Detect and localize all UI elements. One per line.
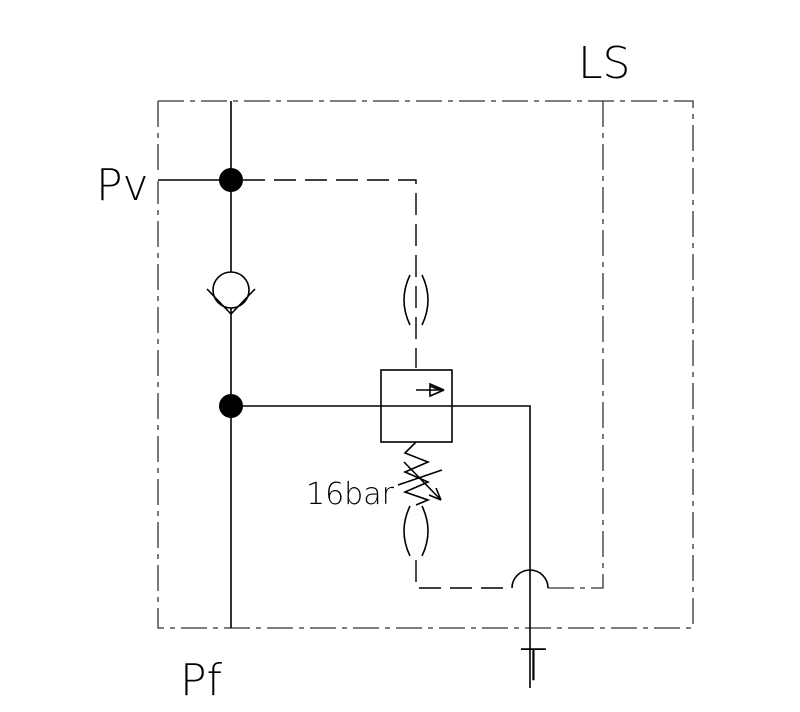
t-port-label: T <box>520 640 547 691</box>
line-crossover-hop <box>511 569 549 589</box>
ls-port-label: LS <box>578 38 630 89</box>
valve-block-boundary <box>157 100 694 629</box>
tank-line <box>452 405 531 688</box>
spring-setting-label: 16bar <box>306 477 395 512</box>
ls-port-line <box>548 101 604 589</box>
pv-port-label: Pv <box>96 160 149 211</box>
upper-junction-dot <box>219 168 243 192</box>
pilot-line-lower <box>415 560 512 589</box>
pilot-line-upper <box>243 179 417 368</box>
adjustable-spring-symbol <box>397 441 443 506</box>
pressure-valve-symbol <box>380 369 453 443</box>
pf-port-label: Pf <box>180 655 223 706</box>
flow-arrow-icon <box>416 382 445 398</box>
lower-junction-dot <box>219 394 243 418</box>
check-valve-symbol <box>206 271 256 316</box>
lower-orifice-symbol <box>403 505 429 557</box>
upper-orifice-symbol <box>403 274 429 326</box>
